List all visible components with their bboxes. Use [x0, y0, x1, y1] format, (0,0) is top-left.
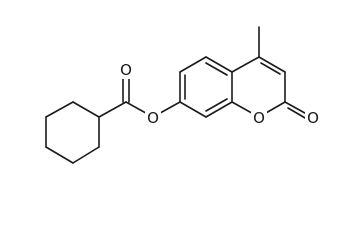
- atom-label: O: [120, 61, 132, 79]
- atom-label: O: [253, 109, 265, 127]
- pyranone-ring: [231, 26, 313, 123]
- benzene-ring: [179, 56, 233, 118]
- lactone-carbonyl-oxygen: O: [305, 109, 321, 127]
- ester-linking-oxygen: O: [145, 109, 161, 127]
- molecule-structure: O O O O: [45, 26, 321, 164]
- ester-carbonyl-oxygen: O: [118, 61, 134, 79]
- bond: [45, 101, 74, 118]
- bond: [179, 101, 207, 118]
- ring-oxygen: O: [251, 109, 267, 127]
- bond: [72, 146, 100, 164]
- bond: [72, 101, 100, 118]
- bond: [260, 62, 281, 75]
- bond: [179, 56, 207, 73]
- bond: [205, 98, 228, 112]
- cyclohexane-ring: [45, 101, 100, 164]
- bond: [231, 56, 260, 73]
- atom-labels: O O O O: [118, 61, 321, 127]
- bond: [205, 56, 233, 73]
- bond: [205, 62, 228, 76]
- bond: [205, 101, 233, 118]
- atom-label: O: [147, 109, 159, 127]
- atom-label: O: [307, 109, 319, 127]
- bond: [45, 146, 74, 164]
- bond: [98, 101, 127, 118]
- ester-group: [98, 76, 181, 118]
- bond: [258, 56, 286, 73]
